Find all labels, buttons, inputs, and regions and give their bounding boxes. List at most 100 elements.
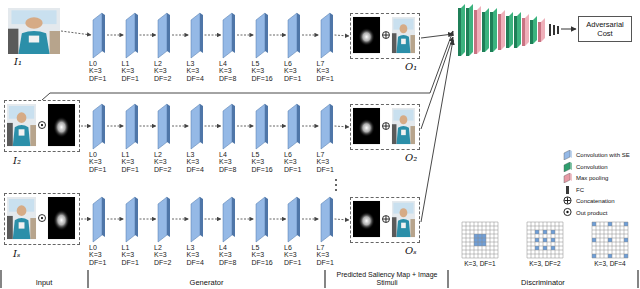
node-shape (222, 12, 236, 58)
concatenation-symbol (382, 216, 389, 223)
legend-text: Max pooling (576, 174, 608, 182)
dilation-grid (462, 222, 498, 258)
conv-slab-face (223, 197, 232, 242)
conv-slab-edge (167, 197, 170, 237)
conv-slab-face (191, 197, 200, 242)
discriminator-input-line (421, 34, 453, 38)
node-shape (125, 103, 139, 149)
dilation-grid (624, 238, 628, 242)
conv-slab-edge (167, 13, 170, 53)
discriminator-network (509, 12, 513, 48)
layer-spec: L7 K=3 DF=1 (317, 151, 334, 173)
discriminator-network (525, 14, 529, 46)
saliency-map (353, 201, 380, 237)
kernel-caption: K=3, DF=4 (586, 260, 634, 268)
section-tick (324, 270, 325, 288)
dilation-grid (543, 246, 547, 250)
input-panel: I₂ (4, 100, 80, 152)
dilation-grid (592, 254, 596, 258)
data-flow-arrow (205, 219, 222, 220)
conv-block: L2 K=3 DF=2 (157, 103, 171, 149)
image-symbol: O₁ (405, 61, 417, 72)
data-flow-arrow (107, 219, 124, 220)
dilation-grid (551, 246, 555, 250)
conv-slab-face (223, 104, 232, 149)
conv-block: L4 K=3 DF=8 (222, 196, 236, 242)
legend-text: Convolution (576, 163, 608, 171)
conv-block: L0 K=3 DF=1 (92, 12, 106, 58)
node-shape (287, 196, 301, 242)
layer-spec: L4 K=3 DF=8 (219, 151, 236, 173)
data-flow-arrow (107, 35, 124, 36)
discriminator-network (501, 10, 505, 50)
dilation-grid (592, 222, 596, 226)
node-shape (351, 105, 419, 149)
data-flow-arrow (302, 126, 319, 127)
conv-slab-face (288, 104, 297, 149)
conv-slab-face (256, 13, 265, 58)
node-shape (255, 12, 269, 58)
data-flow-arrow (61, 31, 91, 35)
conv-slab-edge (102, 197, 105, 237)
conv-block: L2 K=3 DF=2 (157, 196, 171, 242)
conv-slab-edge (232, 104, 235, 144)
data-flow-arrow (81, 126, 91, 127)
conv-slab-face (321, 104, 330, 149)
discriminator-network (493, 8, 497, 52)
conv-block: L7 K=3 DF=1 (320, 103, 334, 149)
legend-swatch (562, 162, 574, 172)
section-tick (1, 270, 638, 288)
data-flow-arrow (302, 219, 319, 220)
layer-spec: L4 K=3 DF=8 (219, 244, 236, 266)
conv-slab-edge (265, 13, 268, 53)
node-shape (190, 196, 204, 242)
node-shape (255, 103, 269, 149)
conv-block: L1 K=3 DF=1 (125, 196, 139, 242)
dilation-grid (608, 254, 612, 258)
conv-slab-edge (200, 13, 203, 53)
layer-spec: L0 K=3 DF=1 (89, 60, 106, 82)
discriminator-network (549, 24, 551, 36)
layer-spec: L6 K=3 DF=1 (284, 244, 301, 266)
data-flow-arrow (237, 35, 254, 36)
data-flow-arrow (205, 35, 222, 36)
node-shape (255, 196, 269, 242)
conv-slab-edge (330, 13, 333, 53)
conv-slab-face (256, 197, 265, 242)
discriminator-network (557, 26, 559, 34)
conv-block: L4 K=3 DF=8 (222, 103, 236, 149)
conv-slab-face (256, 104, 265, 149)
ellipsis-dots (335, 179, 337, 181)
data-flow-arrow (140, 219, 157, 220)
legend-swatch (562, 173, 574, 183)
node-shape (125, 196, 139, 242)
conv-block: L2 K=3 DF=2 (157, 12, 171, 58)
layer-spec: L0 K=3 DF=1 (89, 151, 106, 173)
discriminator-network (530, 20, 533, 44)
saliency-map (48, 197, 75, 239)
image-stimulus (392, 108, 415, 144)
discriminator-input-line (421, 37, 453, 129)
discriminator-network (461, 4, 465, 56)
node-shape (92, 103, 106, 149)
legend-swatch-shape (564, 173, 570, 183)
conv-block: L6 K=3 DF=1 (287, 196, 301, 242)
image-stimulus (392, 201, 415, 237)
data-flow-arrow (140, 35, 157, 36)
layer-spec: L5 K=3 DF=16 (252, 244, 273, 266)
conv-slab-face (93, 13, 102, 58)
data-flow-arrow (302, 35, 319, 36)
legend-item: FC (562, 185, 638, 195)
discriminator-network (506, 16, 509, 48)
conv-block: L0 K=3 DF=1 (92, 196, 106, 242)
layer-spec: L2 K=3 DF=2 (154, 244, 171, 266)
node-shape (222, 103, 236, 149)
section-tick (637, 270, 638, 288)
data-flow-arrow (140, 126, 157, 127)
concatenation-symbol (382, 32, 389, 39)
dilation-grid (608, 222, 612, 226)
discriminator-network (538, 22, 541, 42)
conv-block: L3 K=3 DF=4 (190, 196, 204, 242)
conv-block: L5 K=3 DF=16 (255, 196, 269, 242)
legend-item: Convolution with SE (562, 150, 638, 160)
